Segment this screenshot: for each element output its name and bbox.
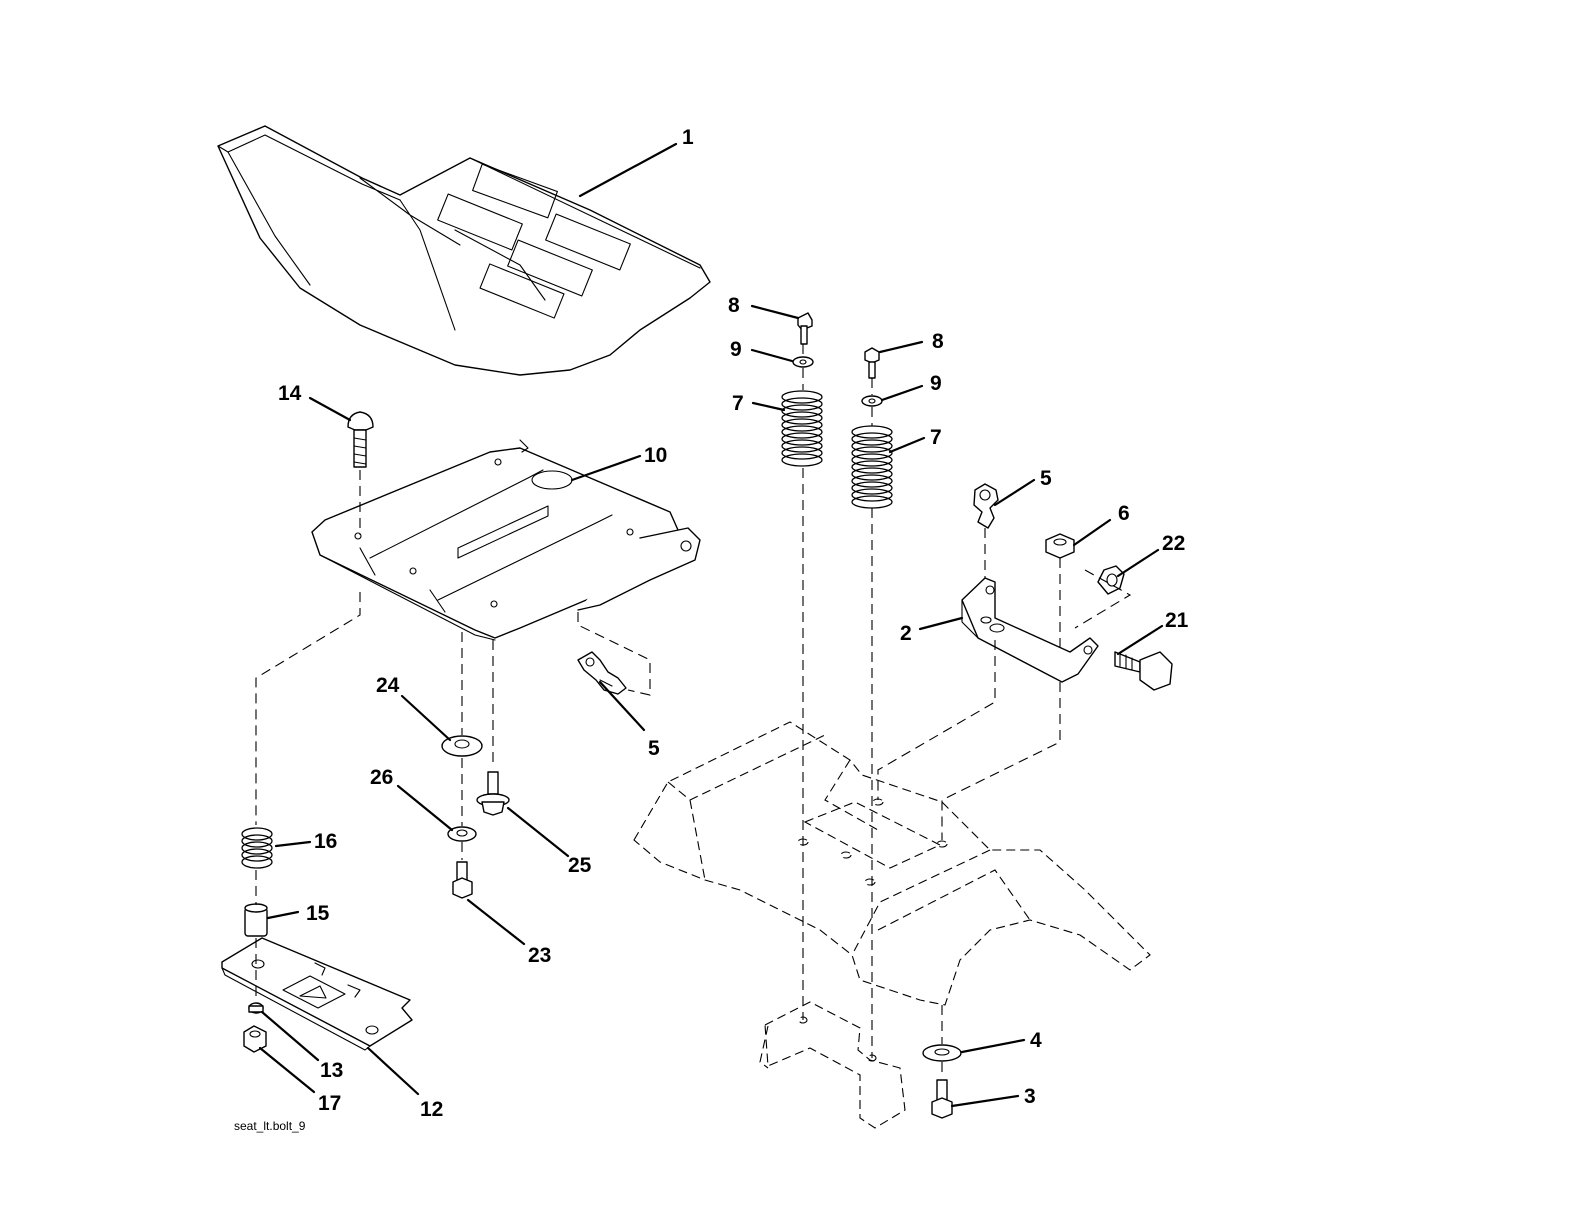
callout-1: 1 bbox=[682, 126, 694, 149]
switch-part-5-left[interactable] bbox=[577, 651, 627, 695]
callout-9-right: 9 bbox=[930, 372, 942, 395]
spring-part-16[interactable] bbox=[241, 827, 273, 869]
bolt-part-8-right[interactable] bbox=[864, 347, 880, 379]
callout-25: 25 bbox=[568, 854, 592, 877]
washer-part-24[interactable] bbox=[441, 735, 483, 757]
washer-part-9-right[interactable] bbox=[861, 395, 883, 407]
callout-12: 12 bbox=[420, 1098, 443, 1121]
callout-8-left: 8 bbox=[728, 294, 740, 317]
bolt-part-23[interactable] bbox=[452, 861, 473, 899]
washer-part-4[interactable] bbox=[922, 1044, 962, 1062]
carriage-bolt-part-14[interactable] bbox=[347, 411, 374, 468]
callout-13: 13 bbox=[320, 1059, 343, 1082]
callout-24: 24 bbox=[376, 674, 400, 697]
callout-26: 26 bbox=[370, 766, 393, 789]
callout-3: 3 bbox=[1024, 1085, 1036, 1108]
shoulder-bolt-part-25[interactable] bbox=[476, 771, 510, 816]
callout-labels: 1 2 3 4 5 5 6 7 7 8 8 9 9 10 12 13 14 15… bbox=[278, 126, 1189, 1121]
callout-22: 22 bbox=[1162, 532, 1185, 555]
spring-part-7-left[interactable] bbox=[781, 390, 823, 467]
spring-part-7-right[interactable] bbox=[851, 425, 893, 509]
bracket-part-2[interactable] bbox=[961, 577, 1099, 683]
callout-8-right: 8 bbox=[932, 330, 944, 353]
callout-6: 6 bbox=[1118, 502, 1130, 525]
nut-part-17[interactable] bbox=[243, 1025, 267, 1053]
callout-14: 14 bbox=[278, 382, 302, 405]
spacer-part-15[interactable] bbox=[244, 903, 268, 937]
callout-7-left: 7 bbox=[732, 392, 744, 415]
leader-lines bbox=[258, 142, 1164, 1108]
callout-10: 10 bbox=[644, 444, 667, 467]
fender-ghost bbox=[633, 721, 1151, 1006]
washer-part-13[interactable] bbox=[248, 1002, 264, 1014]
callout-4: 4 bbox=[1030, 1029, 1042, 1052]
washer-part-26[interactable] bbox=[447, 826, 477, 842]
bolt-part-8-left[interactable] bbox=[797, 312, 813, 345]
callout-2: 2 bbox=[900, 622, 912, 645]
callout-17: 17 bbox=[318, 1092, 341, 1115]
nut-part-6[interactable] bbox=[1045, 533, 1075, 559]
seat-pan-part[interactable] bbox=[311, 439, 701, 641]
callout-23: 23 bbox=[528, 944, 551, 967]
bolt-part-21[interactable] bbox=[1114, 651, 1173, 691]
switch-part-5-right[interactable] bbox=[973, 483, 999, 529]
callout-16: 16 bbox=[314, 830, 337, 853]
callout-5-right: 5 bbox=[1040, 467, 1052, 490]
callout-9-left: 9 bbox=[730, 338, 742, 361]
frame-ghost bbox=[759, 1001, 906, 1129]
callout-21: 21 bbox=[1165, 609, 1189, 632]
callout-15: 15 bbox=[306, 902, 330, 925]
bolt-part-3[interactable] bbox=[931, 1079, 953, 1119]
seat-part[interactable] bbox=[217, 125, 711, 376]
assembly-lines bbox=[255, 344, 1132, 1078]
callout-7-right: 7 bbox=[930, 426, 942, 449]
nut-part-22[interactable] bbox=[1097, 565, 1125, 595]
washer-part-9-left[interactable] bbox=[792, 356, 814, 368]
diagram-caption: seat_lt.bolt_9 bbox=[234, 1119, 306, 1133]
callout-5-left: 5 bbox=[648, 737, 660, 760]
